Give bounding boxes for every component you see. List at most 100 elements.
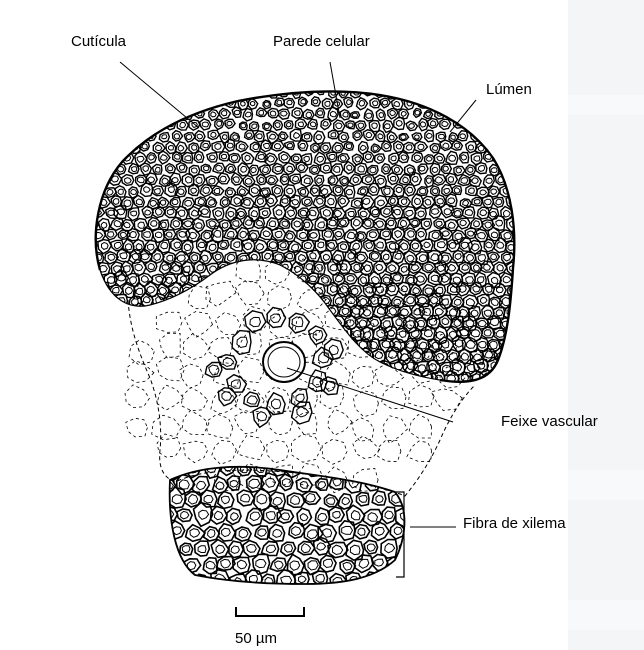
cap-lumen bbox=[463, 200, 469, 205]
fiber-lumen bbox=[273, 497, 282, 505]
cap-lumen bbox=[207, 330, 215, 338]
fiber-lumen bbox=[410, 464, 418, 471]
cap-lumen bbox=[241, 101, 246, 106]
fiber-cell bbox=[213, 477, 229, 493]
cap-lumen bbox=[180, 165, 185, 170]
cap-lumen bbox=[203, 187, 210, 193]
cap-lumen bbox=[245, 155, 250, 161]
cap-lumen bbox=[192, 168, 198, 173]
fiber-lumen bbox=[359, 463, 367, 470]
cap-lumen bbox=[317, 178, 322, 183]
cap-lumen bbox=[336, 123, 342, 129]
cap-lumen bbox=[471, 330, 480, 337]
cap-lumen bbox=[121, 122, 126, 126]
cap-cell bbox=[300, 306, 314, 319]
cap-lumen bbox=[394, 299, 401, 306]
cap-cell bbox=[176, 295, 187, 309]
cap-lumen bbox=[485, 134, 491, 140]
cap-cell bbox=[247, 360, 262, 376]
cap-lumen bbox=[161, 242, 168, 249]
cap-lumen bbox=[304, 222, 310, 228]
cap-cell bbox=[508, 326, 520, 341]
cap-lumen bbox=[178, 298, 185, 305]
cap-lumen bbox=[137, 177, 144, 183]
cap-lumen bbox=[210, 155, 216, 160]
cap-cell bbox=[118, 142, 128, 151]
cap-cell bbox=[511, 317, 525, 328]
cap-cell bbox=[273, 120, 282, 130]
cap-lumen bbox=[431, 254, 439, 261]
cap-cell bbox=[105, 229, 117, 240]
fiber-cell bbox=[186, 525, 205, 542]
cap-cell bbox=[375, 154, 385, 164]
cap-lumen bbox=[507, 375, 515, 382]
cap-lumen bbox=[111, 353, 120, 361]
cap-lumen bbox=[270, 134, 276, 139]
cap-lumen bbox=[438, 242, 446, 248]
cap-cell bbox=[405, 185, 416, 197]
cap-lumen bbox=[222, 111, 227, 116]
cap-lumen bbox=[354, 200, 361, 206]
cap-cell bbox=[363, 151, 374, 162]
fiber-cell bbox=[194, 503, 213, 527]
cap-lumen bbox=[131, 122, 137, 127]
cap-cell bbox=[223, 338, 239, 351]
cap-cell bbox=[472, 110, 482, 120]
cap-lumen bbox=[173, 112, 179, 117]
cap-cell bbox=[133, 327, 147, 342]
fiber-cell bbox=[388, 460, 405, 475]
cap-lumen bbox=[358, 166, 365, 172]
cap-lumen bbox=[281, 111, 288, 116]
cap-lumen bbox=[234, 110, 240, 114]
cap-lumen bbox=[125, 373, 133, 381]
cap-lumen bbox=[509, 179, 515, 185]
cap-cell bbox=[175, 338, 190, 356]
fiber-lumen bbox=[368, 513, 378, 522]
cap-lumen bbox=[141, 254, 149, 260]
cap-lumen bbox=[162, 90, 168, 95]
cap-lumen bbox=[228, 254, 236, 261]
cap-cell bbox=[301, 175, 313, 187]
cap-cell bbox=[117, 316, 129, 328]
fiber-lumen bbox=[222, 528, 231, 536]
cap-cell bbox=[122, 350, 134, 363]
cap-lumen bbox=[275, 167, 282, 172]
cap-cell bbox=[507, 177, 517, 187]
cap-lumen bbox=[347, 165, 352, 170]
cap-lumen bbox=[157, 100, 162, 105]
cap-lumen bbox=[335, 146, 341, 152]
cap-lumen bbox=[132, 167, 137, 172]
cap-cell bbox=[85, 284, 101, 297]
cap-cell bbox=[194, 150, 204, 162]
cap-cell bbox=[339, 88, 348, 97]
cap-lumen bbox=[340, 220, 346, 226]
cap-lumen bbox=[144, 101, 150, 106]
cap-lumen bbox=[192, 296, 199, 303]
cap-lumen bbox=[491, 299, 498, 306]
cap-lumen bbox=[262, 190, 268, 196]
cap-lumen bbox=[317, 111, 323, 116]
cap-lumen bbox=[491, 168, 497, 173]
cap-lumen bbox=[468, 231, 474, 236]
fiber-lumen bbox=[190, 529, 200, 538]
cap-cell bbox=[466, 186, 478, 196]
cap-lumen bbox=[192, 145, 197, 151]
fiber-lumen bbox=[281, 513, 289, 520]
fiber-lumen bbox=[385, 511, 393, 519]
cap-lumen bbox=[515, 145, 520, 150]
cap-cell bbox=[411, 88, 421, 98]
cap-cell bbox=[225, 119, 235, 128]
cap-lumen bbox=[220, 176, 226, 182]
cap-lumen bbox=[485, 286, 492, 292]
cap-cell bbox=[333, 360, 345, 374]
fiber-lumen bbox=[333, 479, 342, 486]
cap-lumen bbox=[202, 255, 209, 261]
cap-cell bbox=[223, 294, 238, 309]
fiber-cell bbox=[167, 555, 181, 571]
cap-lumen bbox=[366, 177, 372, 183]
fiber-lumen bbox=[258, 529, 267, 536]
cap-lumen bbox=[126, 287, 133, 294]
cap-lumen bbox=[376, 264, 383, 270]
cap-lumen bbox=[448, 177, 453, 183]
cap-lumen bbox=[346, 189, 353, 195]
